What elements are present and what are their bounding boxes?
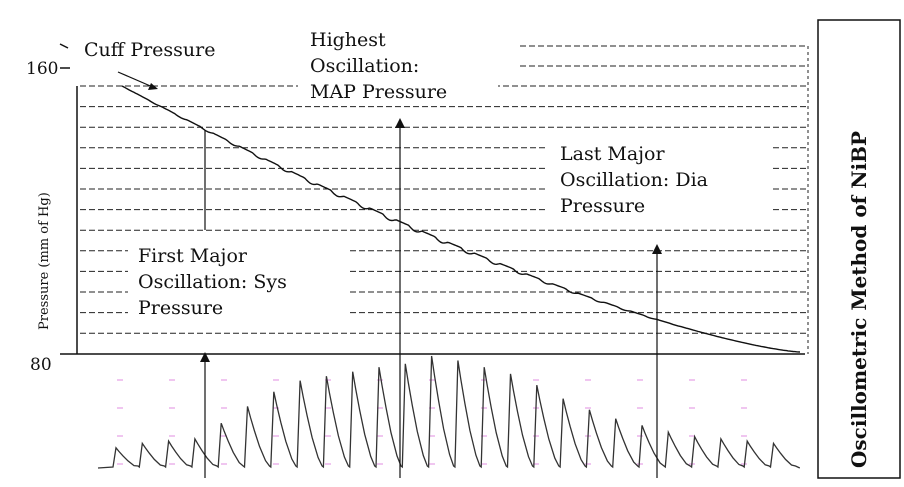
tick-label-80: 80 (30, 355, 52, 375)
map-label-line3: MAP Pressure (310, 81, 447, 103)
cuff-pressure-curve (121, 85, 801, 353)
map-label-bg (298, 26, 498, 104)
oscillation-grid-marks (117, 379, 747, 465)
side-title: Oscillometric Method of NiBP (847, 131, 871, 468)
sys-marker (200, 130, 210, 478)
map-marker (395, 118, 405, 478)
dia-label-line2: Oscillation: Dia (560, 169, 708, 191)
sys-label-line3: Pressure (138, 297, 223, 319)
tick-small (59, 43, 69, 49)
dia-label-bg (548, 136, 770, 218)
map-label-line2: Oscillation: (310, 55, 419, 77)
dia-marker (652, 244, 662, 478)
side-title-box (817, 19, 901, 479)
y-axis-label: Pressure (mm of Hg) (37, 192, 52, 330)
oscillation-trace (97, 355, 801, 469)
sys-label-line2: Oscillation: Sys (138, 271, 287, 293)
cuff-pressure-label: Cuff Pressure (84, 39, 216, 61)
cuff-pointer-arrow (117, 71, 158, 90)
cuff-label-bg (80, 34, 255, 62)
map-label-line1: Highest (310, 29, 386, 51)
sys-label-line1: First Major (138, 245, 248, 267)
dia-label-line1: Last Major (560, 143, 665, 165)
tick-label-160: 160 (26, 59, 58, 79)
sys-label-bg (128, 238, 350, 322)
dia-label-line3: Pressure (560, 195, 645, 217)
